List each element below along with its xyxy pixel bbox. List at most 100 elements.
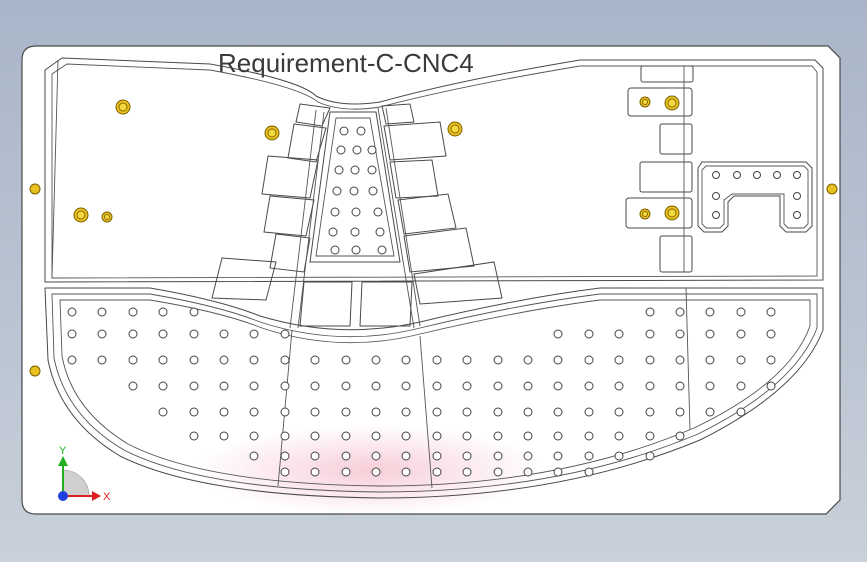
pin-hole bbox=[280, 431, 290, 441]
pin-hole bbox=[736, 381, 746, 391]
pin-hole bbox=[736, 407, 746, 417]
pin-hole bbox=[189, 407, 199, 417]
pin-hole bbox=[584, 355, 594, 365]
pin-hole bbox=[553, 467, 563, 477]
key-pockets-right bbox=[359, 103, 503, 329]
pin-hole bbox=[766, 329, 776, 339]
pin-hole bbox=[310, 451, 320, 461]
pin-hole bbox=[280, 381, 290, 391]
pin-hole bbox=[432, 431, 442, 441]
pin-hole bbox=[712, 211, 720, 219]
pin-hole bbox=[614, 407, 624, 417]
pin-hole bbox=[432, 451, 442, 461]
center-trapezoid-pocket bbox=[309, 111, 401, 263]
pin-hole bbox=[189, 329, 199, 339]
pin-hole bbox=[462, 451, 472, 461]
pin-hole bbox=[614, 329, 624, 339]
pin-hole bbox=[675, 355, 685, 365]
pin-hole bbox=[736, 355, 746, 365]
pin-hole bbox=[462, 407, 472, 417]
pin-hole bbox=[733, 171, 741, 179]
pin-hole bbox=[645, 329, 655, 339]
base-plate[interactable] bbox=[21, 45, 841, 515]
pin-hole bbox=[128, 329, 138, 339]
pin-hole bbox=[432, 407, 442, 417]
pin-hole bbox=[219, 381, 229, 391]
pin-hole bbox=[705, 307, 715, 317]
pin-hole bbox=[584, 467, 594, 477]
pin-hole bbox=[371, 381, 381, 391]
pin-hole bbox=[675, 381, 685, 391]
pin-hole bbox=[462, 381, 472, 391]
pin-hole bbox=[462, 355, 472, 365]
pin-hole bbox=[367, 145, 377, 155]
triad-quadrant bbox=[62, 469, 90, 497]
pin-hole bbox=[339, 126, 349, 136]
pin-hole bbox=[793, 171, 801, 179]
pin-hole bbox=[128, 355, 138, 365]
pin-hole bbox=[356, 126, 366, 136]
pin-hole bbox=[367, 165, 377, 175]
edge-dowels bbox=[29, 183, 838, 377]
pin-hole bbox=[523, 451, 533, 461]
pin-hole bbox=[349, 186, 359, 196]
pin-hole bbox=[493, 407, 503, 417]
pin-hole bbox=[189, 381, 199, 391]
pin-hole bbox=[328, 227, 338, 237]
pin-hole bbox=[310, 467, 320, 477]
pin-hole bbox=[158, 355, 168, 365]
pin-hole bbox=[310, 355, 320, 365]
pin-hole bbox=[553, 451, 563, 461]
pin-hole bbox=[189, 431, 199, 441]
pin-hole bbox=[351, 207, 361, 217]
pin-hole bbox=[766, 381, 776, 391]
pin-hole bbox=[219, 329, 229, 339]
pin-hole bbox=[493, 467, 503, 477]
pin-hole bbox=[310, 381, 320, 391]
pin-hole bbox=[712, 192, 720, 200]
pin-hole bbox=[523, 355, 533, 365]
pin-hole bbox=[432, 381, 442, 391]
pin-hole bbox=[553, 381, 563, 391]
pin-hole bbox=[401, 381, 411, 391]
pin-hole bbox=[158, 307, 168, 317]
pin-hole bbox=[375, 227, 385, 237]
pin-hole bbox=[553, 355, 563, 365]
pin-hole bbox=[766, 355, 776, 365]
lower-pocket bbox=[44, 287, 824, 499]
pin-hole bbox=[371, 407, 381, 417]
upper-pocket bbox=[44, 57, 824, 283]
pin-hole bbox=[645, 381, 655, 391]
pin-hole bbox=[493, 355, 503, 365]
pin-hole bbox=[766, 307, 776, 317]
pin-hole bbox=[249, 329, 259, 339]
pin-hole bbox=[401, 431, 411, 441]
pin-hole bbox=[553, 407, 563, 417]
pin-hole bbox=[493, 431, 503, 441]
pin-hole bbox=[773, 171, 781, 179]
pin-hole bbox=[249, 451, 259, 461]
pin-hole bbox=[645, 431, 655, 441]
triad-x-label: X bbox=[103, 491, 111, 503]
pin-hole bbox=[462, 431, 472, 441]
pin-hole bbox=[753, 171, 761, 179]
pin-hole bbox=[584, 381, 594, 391]
pin-hole bbox=[280, 451, 290, 461]
pin-hole bbox=[401, 451, 411, 461]
pin-hole bbox=[67, 355, 77, 365]
pin-hole bbox=[280, 467, 290, 477]
pin-hole bbox=[584, 329, 594, 339]
triad-y-arrow bbox=[58, 456, 68, 466]
pin-hole bbox=[373, 207, 383, 217]
pin-hole bbox=[341, 431, 351, 441]
pin-hole bbox=[336, 145, 346, 155]
pin-hole bbox=[67, 307, 77, 317]
pin-hole bbox=[341, 451, 351, 461]
pin-hole bbox=[675, 407, 685, 417]
pin-hole bbox=[645, 451, 655, 461]
pin-hole bbox=[352, 145, 362, 155]
pin-hole bbox=[645, 355, 655, 365]
pin-hole bbox=[128, 307, 138, 317]
triad-z-origin bbox=[58, 491, 68, 501]
